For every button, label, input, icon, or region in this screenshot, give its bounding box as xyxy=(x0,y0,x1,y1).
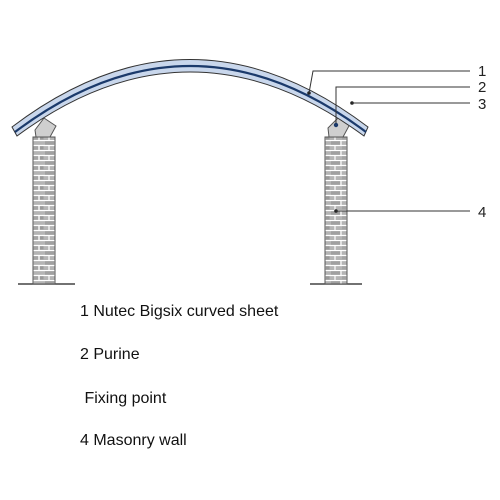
legend-item-fixing-point: Fixing point xyxy=(80,390,167,407)
callout-number-2: 2 xyxy=(478,79,486,96)
roof-section-diagram: 1 2 3 4 xyxy=(11,59,486,285)
masonry-wall-left xyxy=(32,136,56,285)
purline-left xyxy=(34,117,57,138)
legend-item-curved-sheet: 1 Nutec Bigsix curved sheet xyxy=(80,303,279,320)
curved-sheet xyxy=(11,59,369,137)
callout-number-1: 1 xyxy=(478,63,486,80)
legend-item-masonry-wall: 4 Masonry wall xyxy=(80,432,187,449)
callout-number-3: 3 xyxy=(478,96,486,113)
callout-number-4: 4 xyxy=(478,204,486,221)
legend-item-purine: 2 Purine xyxy=(80,346,140,363)
leader-lines xyxy=(308,70,470,212)
